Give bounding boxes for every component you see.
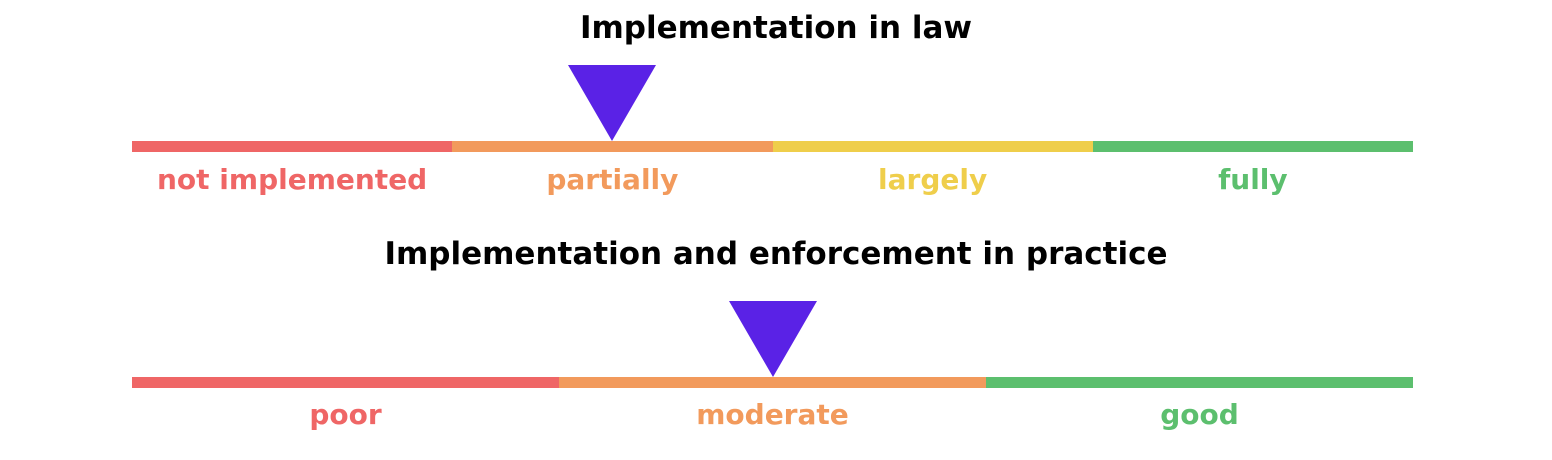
down-triangle-icon: [568, 65, 657, 141]
label-good: good: [1160, 398, 1239, 431]
scale-marker-law: [568, 65, 657, 141]
label-fully: fully: [1218, 163, 1288, 196]
bar-segment-poor: [132, 377, 559, 388]
label-partially: partially: [546, 163, 679, 196]
label-largely: largely: [878, 163, 988, 196]
bar-segment-fully: [1092, 141, 1413, 152]
bar-segment-largely: [772, 141, 1093, 152]
scale-labels-law: not implemented partially largely fully: [132, 162, 1413, 198]
marker-triangle: [728, 301, 817, 377]
scale-title-law: Implementation in law: [579, 10, 973, 46]
scale-labels-practice: poor moderate good: [132, 397, 1413, 433]
scale-bar-practice: [132, 377, 1413, 388]
bar-segment-moderate: [559, 377, 986, 388]
bar-segment-partially: [452, 141, 773, 152]
scale-title-practice: Implementation and enforcement in practi…: [384, 236, 1168, 272]
label-poor: poor: [309, 398, 382, 431]
down-triangle-icon: [728, 301, 817, 377]
scale-marker-practice: [728, 301, 817, 377]
marker-triangle: [568, 65, 657, 141]
bar-segment-not-implemented: [132, 141, 453, 152]
label-moderate: moderate: [696, 398, 849, 431]
scale-bar-law: [132, 141, 1413, 152]
bar-segment-good: [986, 377, 1413, 388]
label-not-implemented: not implemented: [157, 163, 428, 196]
